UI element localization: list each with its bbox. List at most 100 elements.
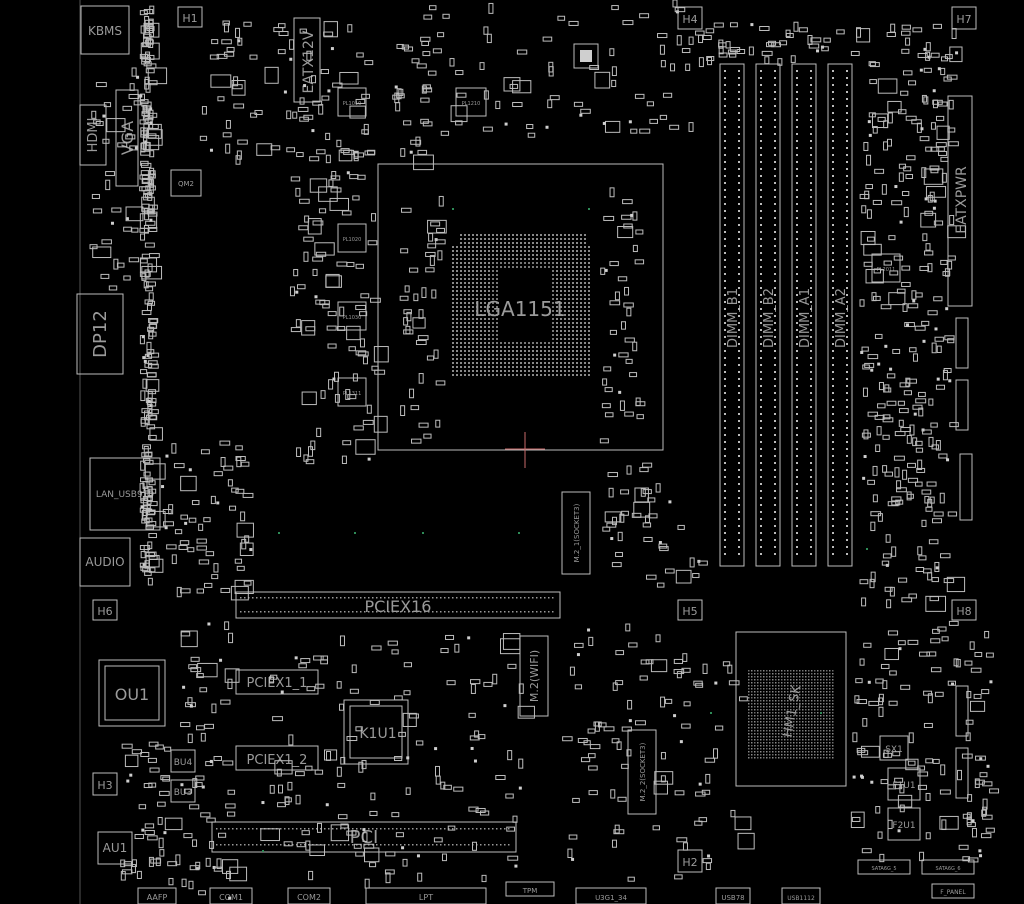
- hole-h7: H7: [951, 6, 977, 30]
- header-lpt: LPT: [365, 887, 487, 904]
- bu3-label: BU3: [174, 788, 193, 798]
- eatxpwr-connector: EATXPWR: [947, 95, 973, 307]
- kbms-port: KBMS: [80, 5, 130, 55]
- pciex16-slot: PCIEX16: [235, 591, 561, 619]
- pciex1-1-label: PCIEX1_1: [247, 676, 308, 691]
- header-f-panel: F_PANEL: [931, 883, 975, 899]
- header-right: [959, 453, 973, 521]
- top-chip: [573, 43, 599, 69]
- chip-bu4: BU4: [170, 749, 196, 773]
- h7-label: H7: [956, 13, 971, 26]
- pl1210-label: PL1210: [462, 101, 481, 107]
- header-tpm: TPM: [505, 881, 555, 897]
- chip-ou1: OU1: [98, 659, 166, 727]
- eatx12v-label: EATX12V: [301, 30, 317, 93]
- eatx12v-connector: EATX12V: [293, 17, 321, 103]
- tpm-label: TPM: [522, 887, 538, 895]
- header-usb1112: USB1112: [781, 887, 821, 904]
- dimm-slot-b1: DIMM_B1: [719, 63, 745, 567]
- f-panel-label: F_PANEL: [940, 889, 966, 896]
- eatxpwr-label: EATXPWR: [954, 166, 970, 234]
- inductor-pl2011: PL2011: [871, 253, 901, 283]
- sata56-label: SATA6G_5: [871, 866, 896, 872]
- hole-h5: H5: [677, 599, 703, 621]
- kbms-label: KBMS: [88, 24, 122, 38]
- sata34b-label: SATA6G_6: [935, 866, 960, 872]
- sata-side-2: [955, 379, 969, 431]
- inductor-pl1210: PL1210: [455, 87, 487, 117]
- hole-h3: H3: [92, 772, 118, 796]
- header-usb78: USB78: [715, 887, 751, 904]
- lan-usb-label: LAN_USB910: [96, 490, 155, 500]
- hole-h6: H6: [92, 599, 118, 621]
- lga-pin-field: [452, 234, 590, 376]
- dimm-b2-label: DIMM_B2: [762, 288, 777, 348]
- hdmi-label: HDMI: [86, 118, 101, 153]
- h5-label: H5: [682, 605, 697, 618]
- usb1112-label: USB1112: [787, 895, 815, 902]
- h8-label: H8: [956, 605, 971, 618]
- chip-qm2: QM2: [170, 169, 202, 197]
- audio-port: AUDIO: [79, 537, 131, 587]
- header-sata-6: SATA6G_6: [921, 859, 975, 875]
- aafp-label: AAFP: [147, 893, 168, 902]
- pci-label: PCI: [350, 827, 379, 848]
- pl1311-label: PL1311: [343, 391, 362, 397]
- k1u1-label: K1U1: [359, 726, 396, 742]
- small-components: [89, 0, 1000, 900]
- inductor-pl1020: PL1020: [337, 223, 367, 253]
- m2-1-socket: M.2_1(SOCKET3): [561, 491, 591, 575]
- com2-label: COM2: [297, 893, 321, 902]
- usb78-label: USB78: [721, 894, 744, 902]
- bu4-label: BU4: [174, 758, 193, 768]
- lpt-label: LPT: [419, 893, 433, 902]
- dimm-a2-label: DIMM_A2: [834, 288, 849, 348]
- sata-side-4: [955, 747, 969, 799]
- h6-label: H6: [97, 605, 112, 618]
- inductor-pl1311: PL1311: [337, 377, 367, 407]
- dimm-slot-a2: DIMM_A2: [827, 63, 853, 567]
- h1-label: H1: [182, 12, 197, 25]
- dp12-port: DP12: [76, 293, 124, 375]
- hole-h4: H4: [677, 6, 703, 30]
- sx1-label: SX1: [885, 745, 903, 755]
- usb34-label: U3G1_34: [595, 894, 627, 902]
- pciex16-label: PCIEX16: [365, 597, 432, 616]
- chip-sx1: SX1: [879, 735, 909, 761]
- audio-label: AUDIO: [85, 555, 124, 569]
- lga-label: LGA1151: [474, 297, 565, 321]
- hole-h8: H8: [951, 599, 977, 621]
- m2-2-label: M.2_2(SOCKET3): [639, 742, 647, 801]
- h2-label: H2: [682, 856, 697, 869]
- dp12-label: DP12: [90, 310, 111, 358]
- dimm-slots: DIMM_B1 DIMM_B2 DIMM_A1 DIMM_A2: [719, 63, 853, 567]
- header-com2: COM2: [287, 887, 331, 904]
- pl1010-label: PL1010: [343, 101, 362, 107]
- pl1030-label: PL1030: [343, 315, 362, 321]
- pl2011-label: PL2011: [877, 267, 896, 273]
- header-aafp: AAFP: [137, 887, 177, 904]
- m2-1-label: M.2_1(SOCKET3): [573, 503, 581, 562]
- dimm-b1-label: DIMM_B1: [726, 288, 741, 348]
- pci-pins: [216, 828, 510, 846]
- m2-wifi-label: M.2(WIFI): [528, 650, 541, 702]
- cpu-socket: LGA1151: [377, 163, 664, 451]
- pciex16-pins: [240, 597, 554, 613]
- hole-h2: H2: [677, 849, 703, 873]
- sata-side-1: [955, 317, 969, 369]
- pci-slot: PCI: [211, 821, 517, 853]
- cursor-cross-marker: [505, 432, 545, 468]
- hole-h1: H1: [177, 6, 203, 28]
- au1-label: AU1: [103, 841, 128, 855]
- sata-side-3: [955, 685, 969, 737]
- ou1-label: OU1: [115, 685, 149, 704]
- lan-usb-port: LAN_USB910: [89, 457, 161, 531]
- hdmi-port: HDMI: [79, 104, 107, 166]
- qm2-label: QM2: [178, 180, 194, 188]
- inductor-pl1010: PL1010: [337, 87, 367, 117]
- dimm-a1-label: DIMM_A1: [798, 288, 813, 348]
- header-usb34: U3G1_34: [575, 887, 647, 904]
- pl1020-label: PL1020: [343, 237, 362, 243]
- f2u1-label: F2U1: [892, 821, 915, 831]
